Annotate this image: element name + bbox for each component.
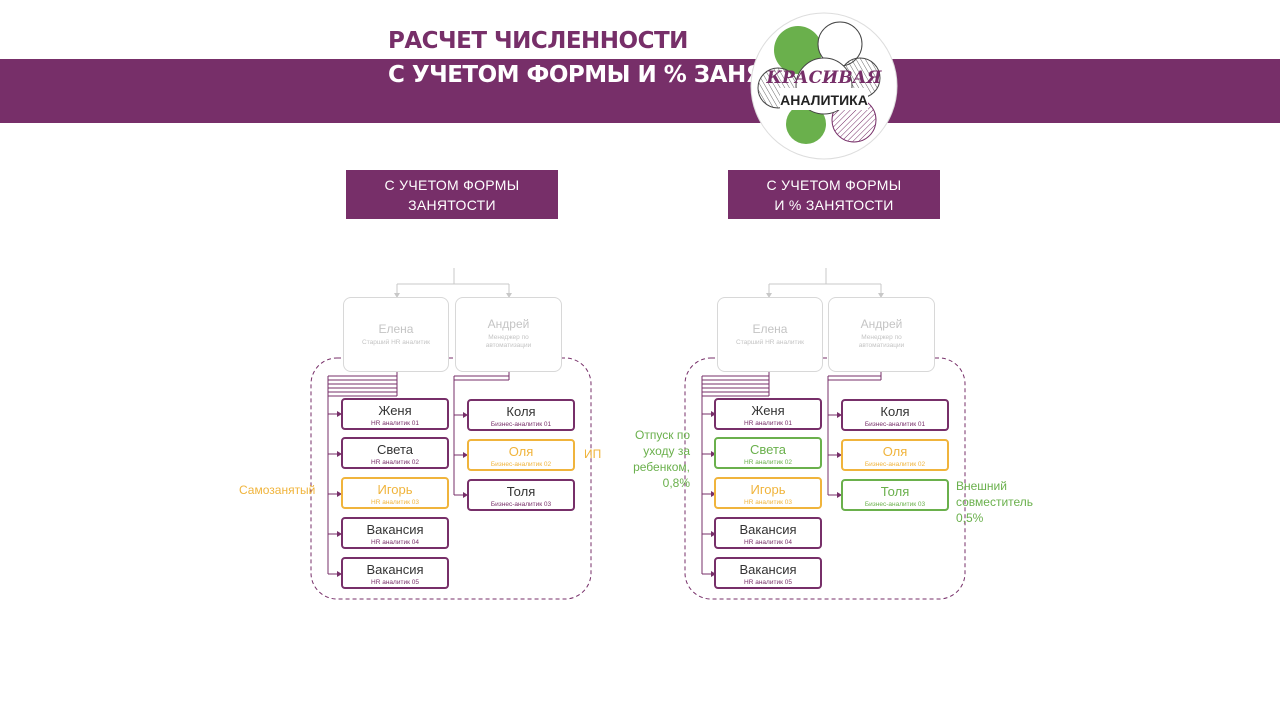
manager-name: Елена xyxy=(752,322,788,336)
manager-name: Андрей xyxy=(860,317,903,331)
manager-card-elena: Елена Старший HR аналитик xyxy=(343,297,449,372)
employee-card-vacancy-04: Вакансия HR аналитик 04 xyxy=(714,517,822,549)
manager-name: Елена xyxy=(378,322,414,336)
employee-card-zhenya: Женя HR аналитик 01 xyxy=(341,398,449,430)
note-line: Внешний xyxy=(956,479,1007,493)
logo-text-line2: АНАЛИТИКА xyxy=(780,92,868,108)
employee-role: HR аналитик 02 xyxy=(371,459,419,466)
employee-card-vacancy-05: Вакансия HR аналитик 05 xyxy=(341,557,449,589)
employee-name: Женя xyxy=(378,403,412,418)
employee-name: Женя xyxy=(751,403,785,418)
employee-name: Толя xyxy=(880,484,910,499)
manager-card-elena: Елена Старший HR аналитик xyxy=(717,297,823,372)
employee-card-olya: Оля Бизнес-аналитик 02 xyxy=(841,439,949,471)
employee-name: Оля xyxy=(508,444,534,459)
right-header-line2: И % ЗАНЯТОСТИ xyxy=(774,196,894,213)
employee-name: Вакансия xyxy=(739,562,797,577)
employee-card-vacancy-04: Вакансия HR аналитик 04 xyxy=(341,517,449,549)
employee-card-vacancy-05: Вакансия HR аналитик 05 xyxy=(714,557,822,589)
employee-role: Бизнес-аналитик 02 xyxy=(864,461,926,468)
employee-role: HR аналитик 02 xyxy=(744,459,792,466)
right-section-header: С УЧЕТОМ ФОРМЫ И % ЗАНЯТОСТИ xyxy=(728,170,940,219)
note-line: уходу за xyxy=(643,444,690,458)
employee-role: HR аналитик 04 xyxy=(744,539,792,546)
employee-role: HR аналитик 01 xyxy=(371,420,419,427)
employee-card-sveta: Света HR аналитик 02 xyxy=(714,437,822,469)
employee-role: Бизнес-аналитик 03 xyxy=(490,501,552,508)
employee-card-kolya: Коля Бизнес-аналитик 01 xyxy=(841,399,949,431)
employee-name: Света xyxy=(377,442,413,457)
employee-name: Коля xyxy=(880,404,910,419)
right-header-line1: С УЧЕТОМ ФОРМЫ xyxy=(766,176,902,193)
employee-name: Вакансия xyxy=(366,522,424,537)
note-line: ребенком, xyxy=(633,460,690,474)
note-ip: ИП xyxy=(584,447,602,461)
note-line: Отпуск по xyxy=(635,428,690,442)
manager-role: Старший HR аналитик xyxy=(362,339,430,346)
employee-role: HR аналитик 04 xyxy=(371,539,419,546)
employee-card-tolya: Толя Бизнес-аналитик 03 xyxy=(841,479,949,511)
employee-card-olya: Оля Бизнес-аналитик 02 xyxy=(467,439,575,471)
employee-name: Коля xyxy=(506,404,536,419)
employee-role: Бизнес-аналитик 02 xyxy=(490,461,552,468)
employee-card-igor: Игорь HR аналитик 03 xyxy=(341,477,449,509)
employee-role: HR аналитик 05 xyxy=(371,579,419,586)
employee-role: HR аналитик 03 xyxy=(371,499,419,506)
employee-name: Толя xyxy=(506,484,536,499)
logo: КРАСИВАЯ АНАЛИТИКА xyxy=(750,12,898,160)
left-section-header: С УЧЕТОМ ФОРМЫ ЗАНЯТОСТИ xyxy=(346,170,558,219)
employee-card-tolya: Толя Бизнес-аналитик 03 xyxy=(467,479,575,511)
employee-role: HR аналитик 01 xyxy=(744,420,792,427)
left-header-line1: С УЧЕТОМ ФОРМЫ xyxy=(384,176,520,193)
employee-card-zhenya: Женя HR аналитик 01 xyxy=(714,398,822,430)
note-part-time: Внешний совместитель 0,5% xyxy=(956,478,1033,526)
note-line: 0,5% xyxy=(956,511,984,525)
employee-role: HR аналитик 03 xyxy=(744,499,792,506)
employee-name: Света xyxy=(750,442,786,457)
note-line: совместитель xyxy=(956,495,1034,509)
manager-name: Андрей xyxy=(487,317,530,331)
note-parental-leave: Отпуск по уходу за ребенком, 0,8% xyxy=(630,427,690,491)
note-self-employed: Самозанятый xyxy=(239,483,316,497)
employee-name: Игорь xyxy=(750,482,786,497)
employee-card-igor: Игорь HR аналитик 03 xyxy=(714,477,822,509)
manager-role: Менеджер по автоматизации xyxy=(858,334,905,349)
employee-role: Бизнес-аналитик 01 xyxy=(864,421,926,428)
header-banner xyxy=(0,59,1280,123)
employee-role: HR аналитик 05 xyxy=(744,579,792,586)
employee-name: Игорь xyxy=(377,482,413,497)
logo-text-line1: КРАСИВАЯ xyxy=(766,68,883,88)
manager-card-andrey: Андрей Менеджер по автоматизации xyxy=(455,297,562,372)
left-header-line2: ЗАНЯТОСТИ xyxy=(408,196,496,213)
employee-name: Оля xyxy=(882,444,908,459)
manager-role: Менеджер по автоматизации xyxy=(485,334,532,349)
manager-card-andrey: Андрей Менеджер по автоматизации xyxy=(828,297,935,372)
page-title-line1: РАСЧЕТ ЧИСЛЕННОСТИ xyxy=(388,28,688,54)
employee-role: Бизнес-аналитик 03 xyxy=(864,501,926,508)
note-line: 0,8% xyxy=(662,476,690,490)
employee-card-kolya: Коля Бизнес-аналитик 01 xyxy=(467,399,575,431)
manager-role: Старший HR аналитик xyxy=(736,339,804,346)
employee-role: Бизнес-аналитик 01 xyxy=(490,421,552,428)
employee-name: Вакансия xyxy=(739,522,797,537)
employee-name: Вакансия xyxy=(366,562,424,577)
employee-card-sveta: Света HR аналитик 02 xyxy=(341,437,449,469)
